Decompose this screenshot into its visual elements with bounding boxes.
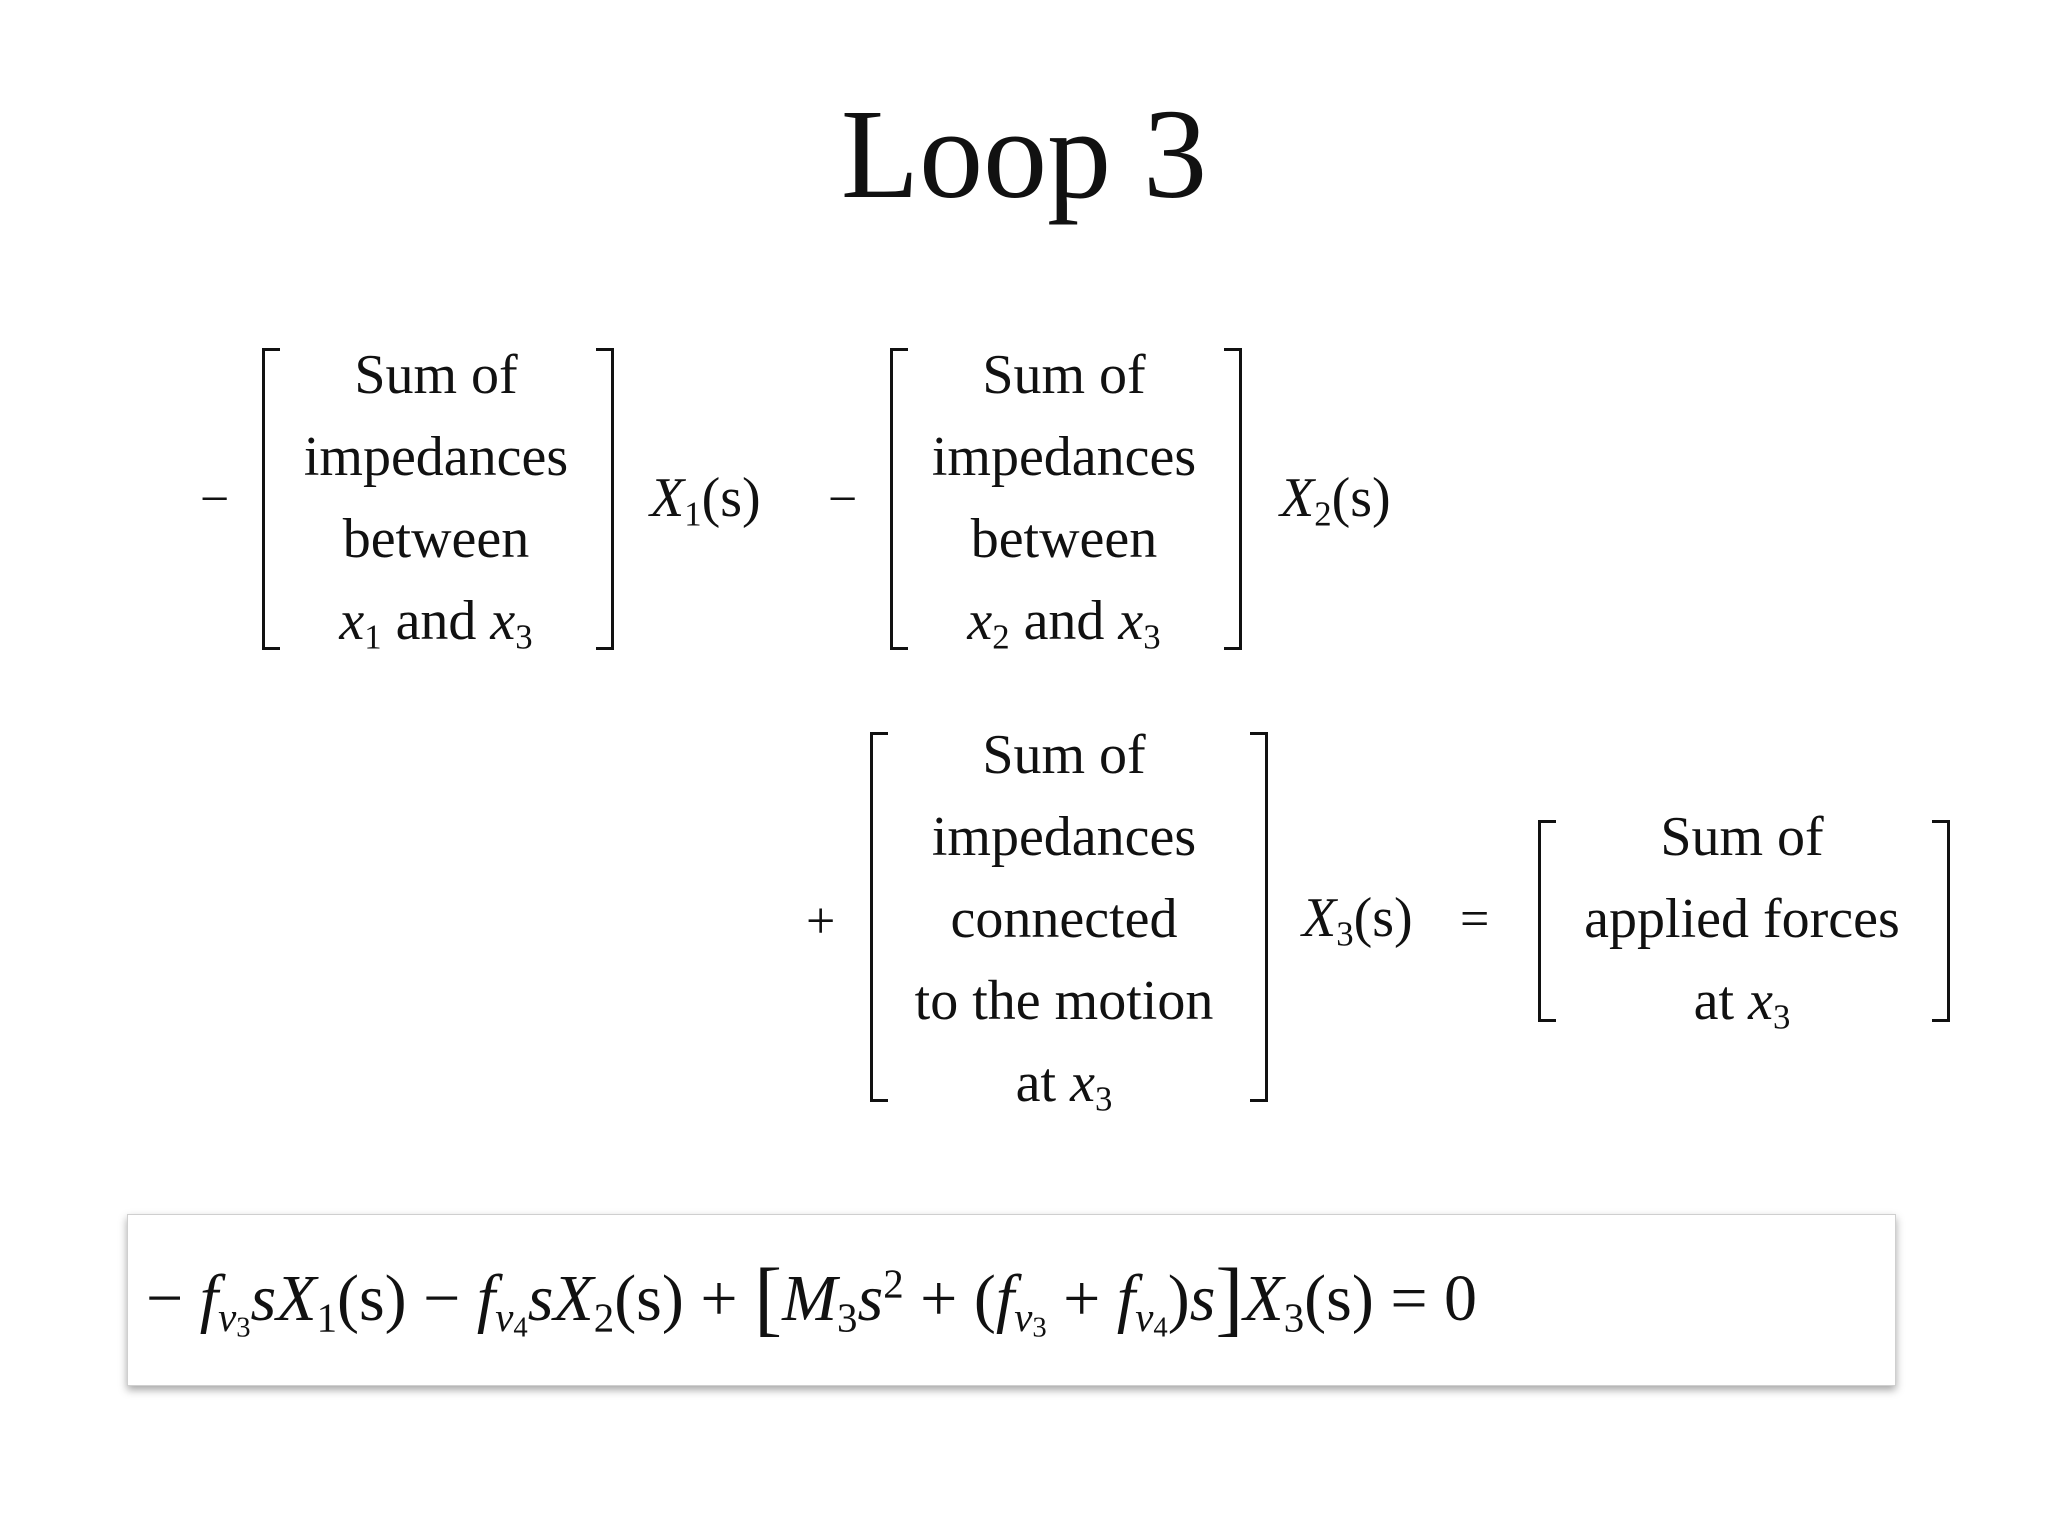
bracket-2-line-2: impedances (931, 426, 1197, 488)
bracket-3-line-2: impedances (931, 806, 1197, 868)
bracket-4-text: Sum of applied forces at x3 (1552, 796, 1932, 1042)
equals-sign: = (1460, 891, 1490, 948)
bracket-1-line-4: x1 and x3 (339, 590, 533, 657)
left-bracket (890, 348, 908, 650)
bracket-1-line-2: impedances (303, 426, 569, 488)
minus-sign: − (828, 471, 858, 528)
result-equation: − fv3sX1(s) − fv4sX2(s) + [M3s2 + (fv3 +… (146, 1252, 1478, 1345)
bracket-2-line-3: between (970, 508, 1158, 570)
minus-sign: − (200, 471, 230, 528)
bracket-2-line-4: x2 and x3 (967, 590, 1161, 657)
bracket-1-line-1: Sum of (354, 344, 518, 406)
result-equation-box: − fv3sX1(s) − fv4sX2(s) + [M3s2 + (fv3 +… (127, 1214, 1896, 1386)
left-bracket (870, 732, 888, 1102)
variable-X2: X2(s) (1280, 467, 1391, 534)
left-bracket (1538, 820, 1556, 1022)
variable-X1: X1(s) (650, 467, 761, 534)
right-bracket (1224, 348, 1242, 650)
slide-title: Loop 3 (840, 83, 1208, 225)
bracket-3-text: Sum of impedances connected to the motio… (884, 714, 1244, 1124)
right-bracket (596, 348, 614, 650)
bracket-4-line-2: applied forces (1584, 888, 1900, 950)
right-bracket (1932, 820, 1950, 1022)
bracket-3-line-5: at x3 (1015, 1052, 1113, 1119)
variable-X3: X3(s) (1302, 887, 1413, 954)
bracket-1-text: Sum of impedances between x1 and x3 (286, 334, 586, 662)
bracket-4-line-1: Sum of (1660, 806, 1824, 868)
bracket-3-line-4: to the motion (914, 970, 1214, 1032)
bracket-2-line-1: Sum of (982, 344, 1146, 406)
plus-sign: + (806, 893, 836, 950)
bracket-2-text: Sum of impedances between x2 and x3 (914, 334, 1214, 662)
bracket-3-line-1: Sum of (982, 724, 1146, 786)
bracket-1-line-3: between (342, 508, 530, 570)
right-bracket (1250, 732, 1268, 1102)
bracket-3-line-3: connected (950, 888, 1178, 950)
bracket-4-line-3: at x3 (1693, 970, 1791, 1037)
left-bracket (262, 348, 280, 650)
